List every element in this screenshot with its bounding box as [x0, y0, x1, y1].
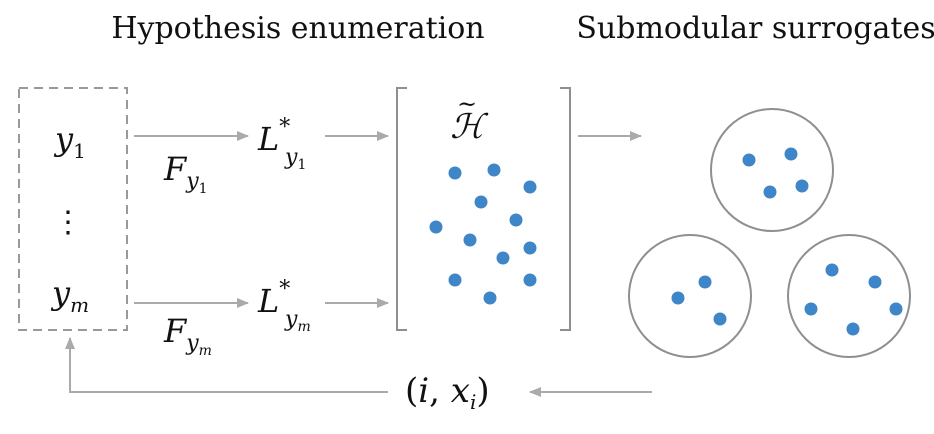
hypothesis-dot — [496, 251, 510, 265]
hypothesis-dot — [429, 220, 443, 234]
return-arrow-to-inputs — [65, 337, 388, 393]
surrogate-dot — [889, 302, 903, 316]
hypothesis-dot — [487, 163, 501, 177]
hypothesis-dot — [523, 241, 537, 255]
surrogate-dot — [795, 179, 809, 193]
surrogate-dot — [868, 275, 882, 289]
hypothesis-dot — [448, 273, 462, 287]
input-outcomes-box — [18, 87, 128, 331]
surrogate-dot — [713, 312, 727, 326]
left-bracket — [396, 87, 407, 331]
hypothesis-dot — [483, 291, 497, 305]
surrogate-cluster-left — [628, 234, 752, 358]
tilde-accent: ~ — [457, 90, 477, 118]
surrogate-dot — [698, 275, 712, 289]
surrogate-cluster-top — [710, 108, 834, 232]
label-F-y1: Fy1 — [163, 150, 208, 197]
surrogate-dot — [763, 185, 777, 199]
header-hypothesis-enumeration: Hypothesis enumeration — [111, 11, 484, 46]
hypothesis-dot — [509, 213, 523, 227]
surrogate-dot — [784, 147, 798, 161]
surrogate-dots — [671, 147, 903, 336]
surrogate-dot — [825, 263, 839, 277]
loss-L-star-ym: L* — [257, 277, 290, 320]
surrogate-dot — [671, 291, 685, 305]
hypothesis-dots — [429, 163, 537, 305]
hypothesis-dot — [474, 195, 488, 209]
loss-L-star-ym-subscript: ym — [284, 307, 311, 335]
label-F-ym: Fym — [163, 312, 212, 359]
surrogate-dot — [804, 302, 818, 316]
loss-L-star-y1: L* — [257, 115, 290, 158]
surrogate-cluster-right — [787, 234, 911, 358]
loss-L-star-y1-subscript: y1 — [284, 145, 306, 173]
header-submodular-surrogates: Submodular surrogates — [576, 11, 934, 46]
right-bracket — [560, 87, 571, 331]
vertical-ellipsis: ⋮ — [53, 205, 83, 240]
surrogate-dot — [742, 153, 756, 167]
hypothesis-dot — [523, 180, 537, 194]
feedback-label: (i, xi) — [405, 371, 490, 414]
outcome-ym: ym — [50, 274, 89, 317]
hypothesis-dot — [463, 233, 477, 247]
outcome-y1: y1 — [53, 120, 86, 163]
hypothesis-set-symbol: ℋ — [450, 107, 489, 147]
hypothesis-dot — [448, 166, 462, 180]
surrogate-dot — [846, 322, 860, 336]
hypothesis-dot — [523, 273, 537, 287]
